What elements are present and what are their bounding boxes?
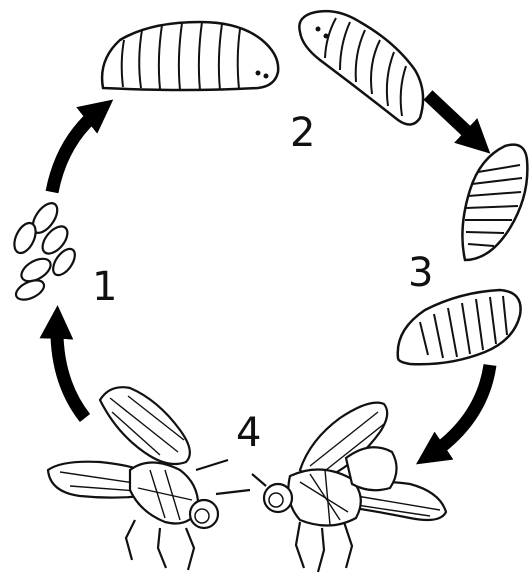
stage-number-3: 3 [408,250,433,296]
larva-icon [102,22,278,90]
pupa-icon [398,290,521,364]
egg-cluster [10,199,79,304]
arrow-icon [430,365,490,455]
arrow-icon [428,95,478,142]
arrow-icon [57,322,85,418]
egg-icon [13,276,47,303]
larva-icon [299,11,423,124]
stage-number-4: 4 [236,410,261,456]
stage-number-1: 1 [92,264,117,310]
fly-icon [252,403,446,572]
stage-number-2: 2 [290,110,315,156]
pupa-icon [462,145,527,260]
arrow-icon [52,110,100,192]
